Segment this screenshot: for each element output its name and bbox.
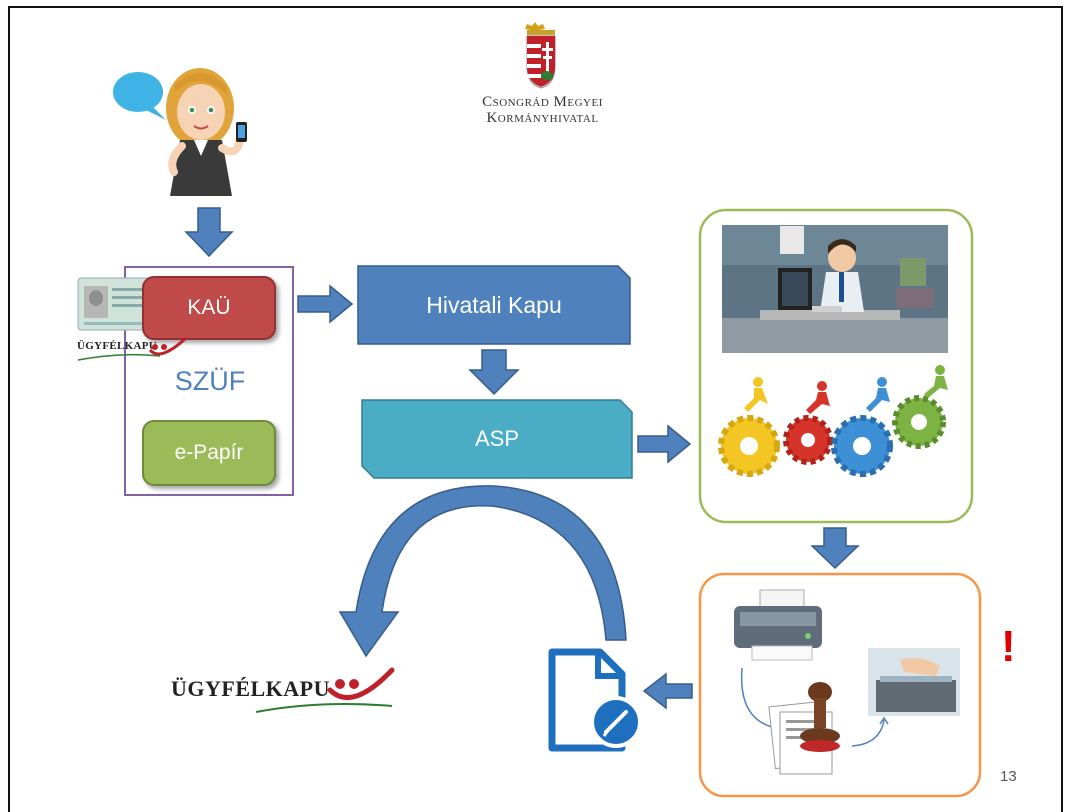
flow-curve-2 <box>851 719 885 747</box>
flow-curve-1 <box>740 667 777 729</box>
logo-line-2: Kormányhivatal <box>486 110 599 126</box>
ugyfelkapu-logo-text: ÜGYFÉLKAPU <box>171 676 330 701</box>
page-number: 13 <box>1000 768 1017 785</box>
stamp-icon <box>768 682 840 775</box>
ugyfelkapu-small-logo-text: ÜGYFÉLKAPU <box>77 340 157 352</box>
hivatali-kapu-shape <box>357 265 631 345</box>
scanner-icon <box>868 648 960 716</box>
szuf-label: SZÜF <box>174 366 246 396</box>
asp-shape <box>361 399 633 479</box>
asp-label: ASP <box>474 426 520 451</box>
epapir-button: e-Papír <box>142 420 276 486</box>
logo-line-1: Csongrád Megyei <box>482 94 603 110</box>
gears-runners-icon <box>718 365 948 477</box>
slide-frame <box>8 6 1063 812</box>
exclamation-mark: ! <box>1001 622 1016 671</box>
printer-icon <box>734 589 822 661</box>
szuf-panel <box>124 266 294 496</box>
hivatali-kapu-label: Hivatali Kapu <box>426 291 562 318</box>
office-worker-icon <box>722 225 948 353</box>
kau-button: KAÜ <box>142 276 276 340</box>
